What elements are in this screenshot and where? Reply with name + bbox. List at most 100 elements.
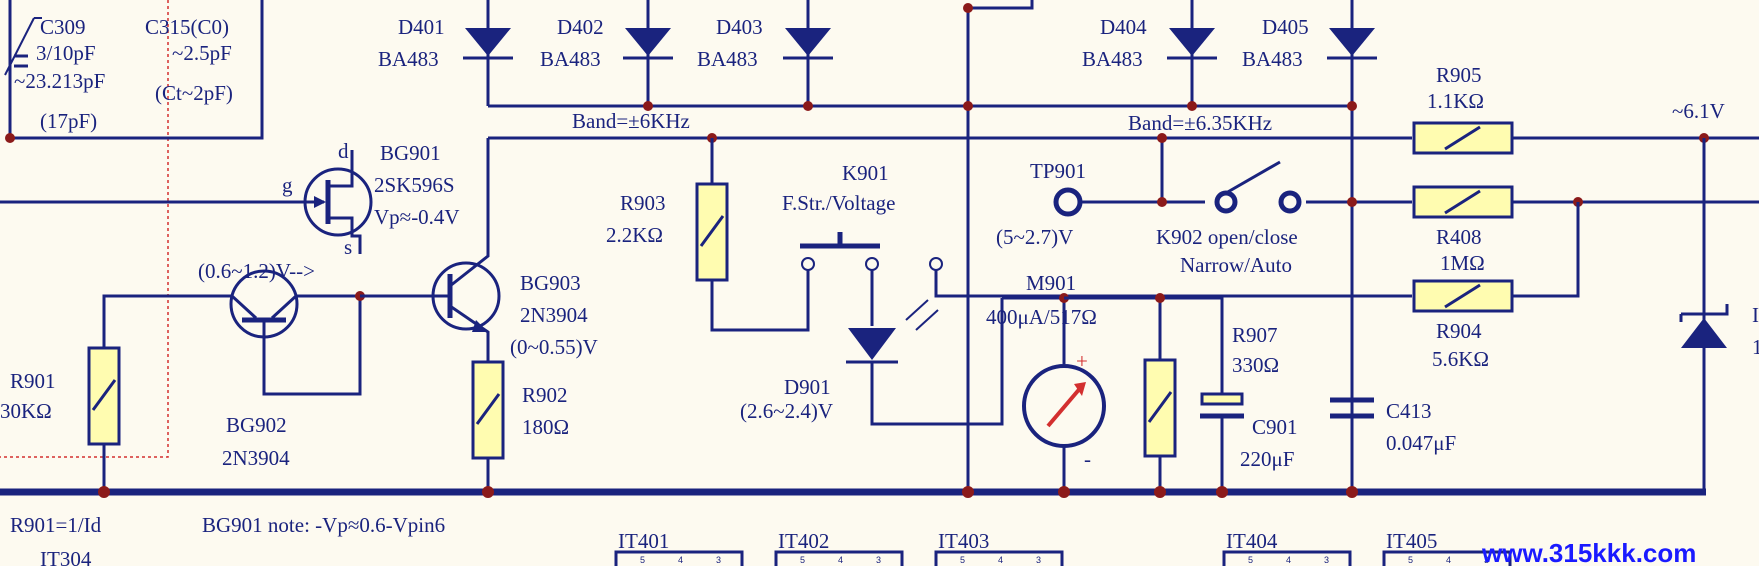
d401-part: BA483 xyxy=(378,47,439,71)
c413-name: C413 xyxy=(1386,399,1432,423)
bg902-part: 2N3904 xyxy=(222,446,290,470)
d401-name: D401 xyxy=(398,15,445,39)
r902-name: R902 xyxy=(522,383,568,407)
bg903-voltage: (0~0.55)V xyxy=(510,335,598,359)
r903-name: R903 xyxy=(620,191,666,215)
d901-voltage: (2.6~2.4)V xyxy=(740,399,833,423)
k902-desc: Narrow/Auto xyxy=(1180,253,1292,277)
c413-value: 0.047μF xyxy=(1386,431,1456,455)
bg901-pin-g: g xyxy=(282,173,293,197)
c901-capacitor xyxy=(1200,392,1244,492)
it403-label: IT403 xyxy=(938,529,989,553)
d402-name: D402 xyxy=(557,15,604,39)
it405-block: IT405 5 4 3 xyxy=(1382,529,1512,566)
tp901-name: TP901 xyxy=(1030,159,1086,183)
c309-value2: ~23.213pF xyxy=(14,69,105,93)
r408-name: R408 xyxy=(1436,225,1482,249)
it404-label: IT404 xyxy=(1226,529,1278,553)
m901-meter xyxy=(1022,364,1106,448)
zener-label-2: 1 xyxy=(1752,335,1759,359)
k901-pushbutton xyxy=(800,232,1412,326)
k902-switch xyxy=(1214,160,1302,214)
r902-value: 180Ω xyxy=(522,415,569,439)
it401-label: IT401 xyxy=(618,529,669,553)
r905-value: 1.1KΩ xyxy=(1427,89,1484,113)
svg-text:4: 4 xyxy=(1446,555,1451,565)
d403-name: D403 xyxy=(716,15,763,39)
k902-name: K902 open/close xyxy=(1156,225,1298,249)
svg-text:4: 4 xyxy=(678,555,683,565)
c315-value1: ~2.5pF xyxy=(172,41,232,65)
r905-name: R905 xyxy=(1436,63,1482,87)
bg903-name: BG903 xyxy=(520,271,581,295)
k901-desc: F.Str./Voltage xyxy=(782,191,895,215)
d405-diode xyxy=(1327,28,1377,60)
c309-value3: (17pF) xyxy=(40,109,97,133)
d401-diode xyxy=(463,28,513,60)
it402-block: IT402 5 4 3 xyxy=(774,529,904,566)
band2-label: Band=±6.35KHz xyxy=(1128,111,1272,135)
bg902-voltage: (0.6~1.2)V--> xyxy=(198,259,315,283)
svg-text:5: 5 xyxy=(1248,555,1253,565)
svg-text:3: 3 xyxy=(1324,555,1329,565)
band1-label: Band=±6KHz xyxy=(572,109,690,133)
tp901-voltage: (5~2.7)V xyxy=(996,225,1073,249)
it404-block: IT404 5 4 3 xyxy=(1222,529,1352,566)
r904-resistor xyxy=(1412,279,1514,313)
bg901-pin-d: d xyxy=(338,139,349,163)
m901-value: 400μA/517Ω xyxy=(986,305,1097,329)
r901-equation-note: R901=1/Id xyxy=(10,513,102,537)
k901-name: K901 xyxy=(842,161,889,185)
r907-name: R907 xyxy=(1232,323,1278,347)
svg-text:4: 4 xyxy=(838,555,843,565)
c309-value1: 3/10pF xyxy=(36,41,96,65)
svg-text:5: 5 xyxy=(1408,555,1413,565)
r901-value: 30KΩ xyxy=(0,399,52,423)
bg902-transistor xyxy=(102,269,362,396)
r901-name: R901 xyxy=(10,369,56,393)
it405-label: IT405 xyxy=(1386,529,1437,553)
c315-value2: (Ct~2pF) xyxy=(155,81,233,105)
r907-value: 330Ω xyxy=(1232,353,1279,377)
m901-minus: - xyxy=(1084,447,1091,471)
junction-dot xyxy=(5,133,15,143)
d405-name: D405 xyxy=(1262,15,1309,39)
svg-text:3: 3 xyxy=(1484,555,1489,565)
r905-resistor xyxy=(1412,121,1514,155)
bg903-part: 2N3904 xyxy=(520,303,588,327)
it304-label: IT304 xyxy=(40,547,92,566)
d402-diode xyxy=(623,28,673,60)
svg-text:4: 4 xyxy=(998,555,1003,565)
c309-capacitor xyxy=(4,17,42,76)
m901-name: M901 xyxy=(1026,271,1076,295)
it402-label: IT402 xyxy=(778,529,829,553)
it403-block: IT403 5 4 3 xyxy=(934,529,1064,566)
d402-part: BA483 xyxy=(540,47,601,71)
c413-capacitor xyxy=(1330,397,1374,419)
bg901-jfet xyxy=(268,150,373,254)
bg901-name: BG901 xyxy=(380,141,441,165)
r904-value: 5.6KΩ xyxy=(1432,347,1489,371)
svg-text:4: 4 xyxy=(1286,555,1291,565)
svg-text:3: 3 xyxy=(876,555,881,565)
d404-part: BA483 xyxy=(1082,47,1143,71)
d403-part: BA483 xyxy=(697,47,758,71)
svg-text:5: 5 xyxy=(960,555,965,565)
voltage-61-label: ~6.1V xyxy=(1672,99,1725,123)
c901-value: 220μF xyxy=(1240,447,1294,471)
zener-label-1: I xyxy=(1752,303,1759,327)
svg-text:3: 3 xyxy=(1036,555,1041,565)
d404-name: D404 xyxy=(1100,15,1147,39)
svg-text:5: 5 xyxy=(800,555,805,565)
d404-diode xyxy=(1167,28,1217,60)
r903-value: 2.2KΩ xyxy=(606,223,663,247)
bg901-note: Vp≈-0.4V xyxy=(374,205,460,229)
zener-diode xyxy=(1679,304,1729,348)
watermark-text: www.315kkk.com xyxy=(1481,538,1696,566)
bg902-name: BG902 xyxy=(226,413,287,437)
dashed-shield-box xyxy=(0,0,169,458)
r904-name: R904 xyxy=(1436,319,1482,343)
